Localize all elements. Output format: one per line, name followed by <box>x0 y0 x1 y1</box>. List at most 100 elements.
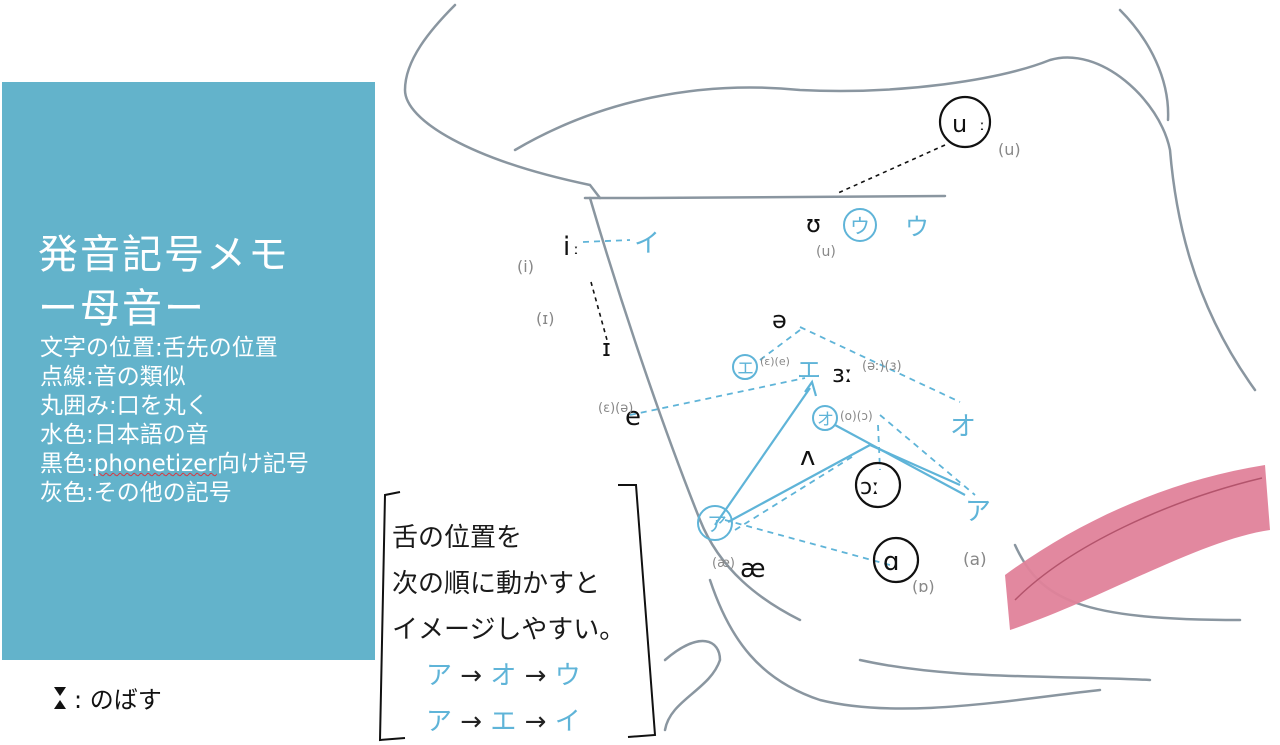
symbol-open-o-long: ɔː <box>860 475 880 500</box>
symbol-i-gray: (i) <box>517 257 534 276</box>
back-curve <box>1118 8 1170 122</box>
arrow-a-to-e <box>714 387 811 526</box>
legend-item-circle: 丸囲み:口を丸く <box>40 393 209 419</box>
line-o-to-a <box>834 424 966 496</box>
title-line-2: ー母音ー <box>38 286 206 332</box>
symbol-jp-e-gray: (ε)(e) <box>760 355 790 368</box>
legend-item-position: 文字の位置:舌先の位置 <box>40 335 278 361</box>
symbol-jp-e-circled: エ <box>737 359 754 379</box>
arrow-a-to-e-head <box>804 379 818 397</box>
right-bracket <box>618 484 657 738</box>
upper-lip-line <box>403 3 602 200</box>
note-sequence-1: ア → オ → ウ <box>392 653 642 699</box>
symbol-jp-i: イ <box>634 229 660 259</box>
long-mark-footnote: : のばす <box>52 680 162 715</box>
symbol-wedge: ʌ <box>800 442 815 472</box>
arrow-icon: → <box>452 661 491 691</box>
upper-tongue-curve <box>513 56 1257 392</box>
circle-script-a <box>872 536 920 584</box>
symbol-er-gray: (əː)(ɜ) <box>862 359 902 374</box>
legend-item-gray: 灰色:その他の記号 <box>40 480 232 506</box>
tongue-path-arrows <box>714 379 966 526</box>
long-mark-i: ː <box>574 242 579 258</box>
dots-i-to-small-i <box>590 281 608 341</box>
legend-item-dotted: 点線:音の類似 <box>40 364 186 390</box>
tip-note: 舌の位置を 次の順に動かすと イメージしやすい。 ア → オ → ウ ア → エ… <box>392 515 642 745</box>
legend-item-lightblue: 水色:日本語の音 <box>40 422 209 448</box>
symbol-upsilon: ʊ <box>806 210 821 238</box>
symbol-jp-a-gray: (æ) <box>712 556 735 571</box>
legend-black-prefix: 黒色: <box>40 451 94 477</box>
symbol-script-a: ɑ <box>883 547 900 577</box>
symbol-labels: u ː (u) ʊ (u) ウ ウ i ː (i) イ ɪ (ɪ) ə エ (ε… <box>517 110 1021 596</box>
seq2-step-2: エ <box>490 707 517 737</box>
circle-jp-o <box>812 405 838 431</box>
symbol-ae: æ <box>740 554 766 584</box>
seq1-step-2: オ <box>490 661 517 691</box>
seq2-step-3: イ <box>554 707 581 737</box>
symbol-jp-e: エ <box>797 356 821 384</box>
legend-black-word: phonetizer <box>93 451 217 477</box>
symbol-e: e <box>625 402 641 432</box>
dots-jp-e-to-schwa <box>759 329 801 361</box>
symbol-jp-a-circled: ア <box>707 512 727 536</box>
rounded-circles <box>697 95 992 584</box>
page-title: 発音記号メモ ー母音ー <box>38 228 290 336</box>
similarity-lines-black <box>590 144 946 341</box>
footnote-text: : のばす <box>74 686 162 714</box>
throat-line <box>858 658 1152 682</box>
seq1-step-3: ウ <box>554 661 581 691</box>
long-mark-u: ː <box>980 118 985 134</box>
symbol-script-a-gray: (ɒ) <box>912 577 935 596</box>
note-sequence-2: ア → エ → イ <box>392 699 642 745</box>
seq1-step-1: ア <box>426 661 453 691</box>
seq2-step-1: ア <box>426 707 453 737</box>
symbol-jp-u-circled: ウ <box>850 214 870 238</box>
dots-jp-o-to-jp-a <box>879 414 976 496</box>
symbol-e-gray: (ɛ)(ə) <box>598 401 633 416</box>
lower-line <box>708 578 1102 710</box>
dots-jp-a-to-wedge <box>734 454 856 531</box>
tongue-front-line <box>588 196 802 622</box>
symbol-small-i-gray: (ɪ) <box>536 309 554 328</box>
palate-line <box>583 194 947 200</box>
note-brackets <box>378 484 657 742</box>
note-line-1: 舌の位置を <box>392 523 523 553</box>
circle-jp-a <box>697 505 733 541</box>
dots-i-to-jp-i <box>582 239 631 243</box>
symbol-u-gray: (u) <box>998 140 1021 159</box>
dots-schwa-to-jp-o <box>799 326 961 403</box>
circle-jp-u <box>843 208 877 242</box>
tongue-tip-region <box>1005 465 1270 630</box>
arrow-icon: → <box>516 661 555 691</box>
circle-open-o <box>854 461 902 509</box>
circle-u-long <box>938 95 992 149</box>
title-panel <box>2 82 375 660</box>
legend: 文字の位置:舌先の位置 点線:音の類似 丸囲み:口を丸く 水色:日本語の音 黒色… <box>40 334 309 508</box>
arrow-icon: → <box>516 707 555 737</box>
note-line-3: イメージしやすい。 <box>392 615 626 645</box>
note-line-2: 次の順に動かすと <box>392 569 601 599</box>
symbol-schwa: ə <box>772 306 787 334</box>
dots-e-to-jp-e <box>629 377 806 416</box>
symbol-small-i: ɪ <box>602 334 611 362</box>
circle-jp-e <box>732 354 758 380</box>
arrow-icon: → <box>452 707 491 737</box>
dots-u-to-upsilon <box>837 144 946 194</box>
long-vowel-mark-icon <box>54 686 66 709</box>
symbol-jp-u: ウ <box>905 213 929 241</box>
symbol-i-long: i <box>563 232 570 262</box>
symbol-jp-o-gray: (o)(ɔ) <box>840 409 873 423</box>
tongue-tip-region-edge <box>1014 477 1263 601</box>
symbol-a-gray: (a) <box>963 550 987 570</box>
symbol-er-long: ɜː <box>832 360 853 388</box>
symbol-jp-o: オ <box>950 412 976 442</box>
symbol-upsilon-gray: (u) <box>816 244 836 260</box>
symbol-jp-a: ア <box>965 497 991 527</box>
symbol-jp-o-circled: オ <box>817 410 834 430</box>
legend-black-suffix: 向け記号 <box>216 451 309 477</box>
chin-curve <box>663 640 722 732</box>
legend-item-black: 黒色:phonetizer向け記号 <box>40 450 309 479</box>
symbol-u-long: u <box>952 110 967 138</box>
